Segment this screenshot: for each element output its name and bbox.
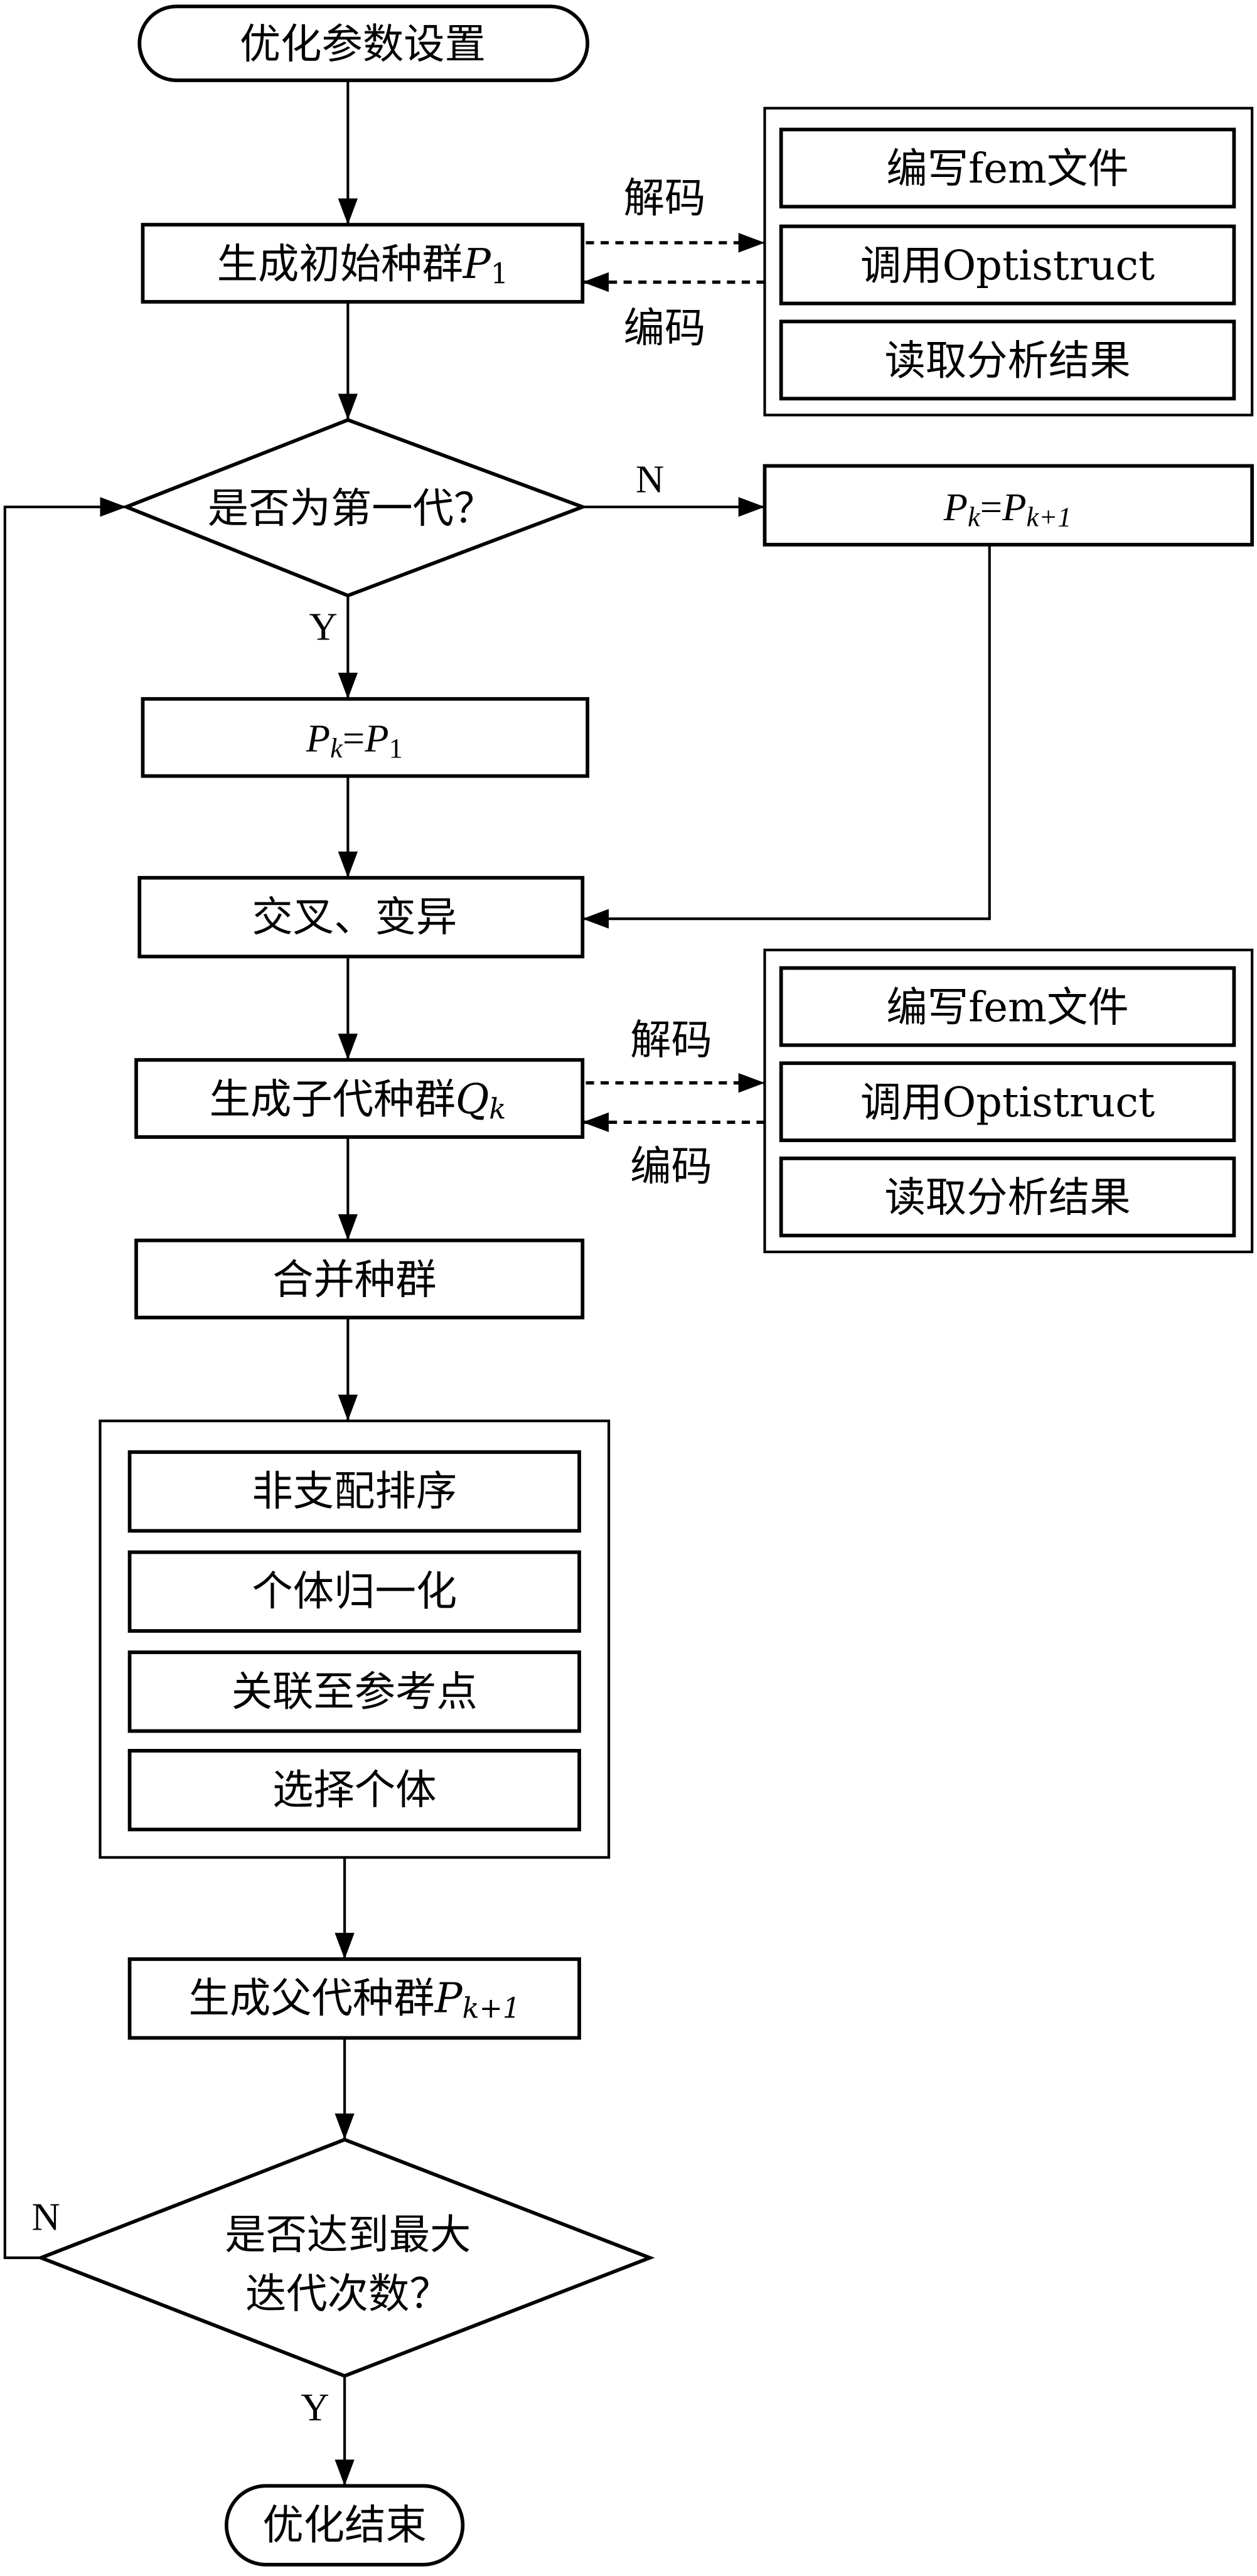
fem-step-read: 读取分析结果 <box>884 337 1130 385</box>
svg-text:Pk=Pk+1: Pk=Pk+1 <box>943 485 1072 533</box>
crossover-mutation-label: 交叉、变异 <box>252 894 457 941</box>
step-associate-reference: 关联至参考点 <box>232 1668 478 1716</box>
decision-first-generation: 是否为第一代？ <box>121 418 588 598</box>
fem-step-call: 调用Optistruct <box>860 242 1155 289</box>
encode-label-2: 编码 <box>630 1143 712 1190</box>
fem-step-read-2: 读取分析结果 <box>884 1174 1130 1222</box>
decode-label-1: 解码 <box>624 174 706 222</box>
decision-max-iterations: 是否达到最大 迭代次数？ <box>36 2137 655 2378</box>
init-population-box: 生成初始种群P1 <box>141 223 585 304</box>
arrow-decision2-no-loop <box>3 497 127 2259</box>
svg-text:Pk=P1: Pk=P1 <box>306 717 403 764</box>
merge-box: 合并种群 <box>134 1238 585 1320</box>
fem-step-write: 编写fem文件 <box>886 145 1128 193</box>
assign-next-box: Pk=Pk+1 <box>762 464 1254 547</box>
yes-label-1: Y <box>309 605 337 649</box>
start-label: 优化参数设置 <box>240 20 486 68</box>
init-population-label: 生成初始种群 <box>217 240 463 288</box>
parent-label: 生成父代种群 <box>189 1975 435 2023</box>
offspring-label: 生成子代种群 <box>210 1076 456 1123</box>
fem-analysis-group-2: 编写fem文件 调用Optistruct 读取分析结果 <box>763 948 1254 1254</box>
encode-label-1: 编码 <box>624 304 706 352</box>
step-select-individuals: 选择个体 <box>272 1766 436 1814</box>
svg-text:生成子代种群Qk: 生成子代种群Qk <box>210 1076 506 1125</box>
connectors <box>3 80 991 2486</box>
assign-first-box: Pk=P1 <box>141 697 590 778</box>
no-label-1: N <box>636 457 664 501</box>
crossover-mutation-box: 交叉、变异 <box>137 875 585 959</box>
start-terminal: 优化参数设置 <box>137 4 590 82</box>
decode-label-2: 解码 <box>630 1017 712 1064</box>
arrow-assign-next-to-crossover <box>582 544 991 929</box>
yes-label-2: Y <box>301 2385 329 2429</box>
parent-box: 生成父代种群Pk+1 <box>127 1957 581 2040</box>
svg-text:生成初始种群P1: 生成初始种群P1 <box>217 240 508 290</box>
fem-step-call-2: 调用Optistruct <box>860 1079 1155 1126</box>
no-label-2: N <box>32 2195 60 2239</box>
step-normalize: 个体归一化 <box>252 1568 457 1615</box>
fem-analysis-group-1: 编写fem文件 调用Optistruct 读取分析结果 <box>763 107 1254 417</box>
svg-text:生成父代种群Pk+1: 生成父代种群Pk+1 <box>189 1975 521 2024</box>
decision-first-generation-label: 是否为第一代？ <box>208 484 495 532</box>
end-label: 优化结束 <box>262 2501 426 2549</box>
selection-group: 非支配排序 个体归一化 关联至参考点 选择个体 <box>99 1419 611 1859</box>
end-terminal: 优化结束 <box>224 2484 465 2567</box>
fem-step-write-2: 编写fem文件 <box>886 983 1128 1031</box>
merge-label: 合并种群 <box>272 1256 436 1303</box>
step-non-dominated-sort: 非支配排序 <box>252 1468 457 1515</box>
decision-max-iterations-line2: 迭代次数？ <box>245 2270 451 2317</box>
decision-max-iterations-line1: 是否达到最大 <box>225 2211 471 2258</box>
offspring-box: 生成子代种群Qk <box>134 1058 585 1139</box>
